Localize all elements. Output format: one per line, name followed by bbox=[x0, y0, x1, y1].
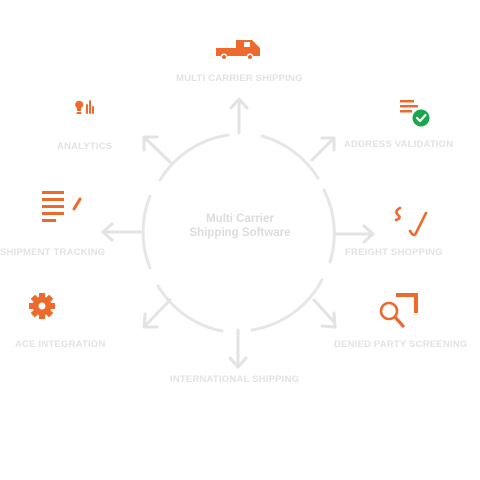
gear-icon bbox=[29, 293, 55, 319]
arrow-down-left bbox=[142, 298, 172, 329]
ring-arc bbox=[260, 134, 320, 180]
center-title: Multi Carrier Shipping Software bbox=[180, 212, 300, 240]
list-pencil-icon bbox=[42, 191, 82, 222]
ring-arc bbox=[322, 188, 336, 264]
label-shipment-tracking: SHIPMENT TRACKING bbox=[0, 247, 106, 258]
label-denied-party-screening: DENIED PARTY SCREENING bbox=[334, 339, 468, 350]
label-analytics: ANALYTICS bbox=[57, 141, 113, 152]
ring-arc bbox=[141, 194, 152, 270]
route-icon bbox=[394, 206, 428, 237]
address-check-icon bbox=[400, 100, 430, 127]
label-freight-shopping: FREIGHT SHOPPING bbox=[345, 247, 443, 258]
label-ace-integration: ACE INTEGRATION bbox=[15, 339, 106, 350]
magnifier-document-icon bbox=[379, 293, 418, 328]
bulb-chart-icon bbox=[75, 100, 94, 114]
label-international-shipping: INTERNATIONAL SHIPPING bbox=[170, 374, 300, 385]
arrow-up-right bbox=[310, 136, 336, 162]
center-title-line2: Shipping Software bbox=[189, 227, 291, 239]
arrow-down bbox=[228, 328, 248, 369]
ring-arc bbox=[250, 278, 324, 332]
arrow-up-left bbox=[142, 135, 172, 164]
arrow-left bbox=[101, 222, 142, 242]
ring-arc bbox=[156, 284, 224, 333]
arrow-up bbox=[229, 97, 249, 135]
arrow-right bbox=[334, 224, 375, 244]
ring-arc bbox=[158, 133, 230, 182]
label-address-validation: ADDRESS VALIDATION bbox=[344, 139, 454, 150]
arrow-down-right bbox=[312, 298, 337, 329]
center-title-line1: Multi Carrier bbox=[206, 213, 274, 225]
label-multi-carrier-shipping: MULTI CARRIER SHIPPING bbox=[176, 73, 303, 84]
truck-icon bbox=[216, 40, 260, 61]
